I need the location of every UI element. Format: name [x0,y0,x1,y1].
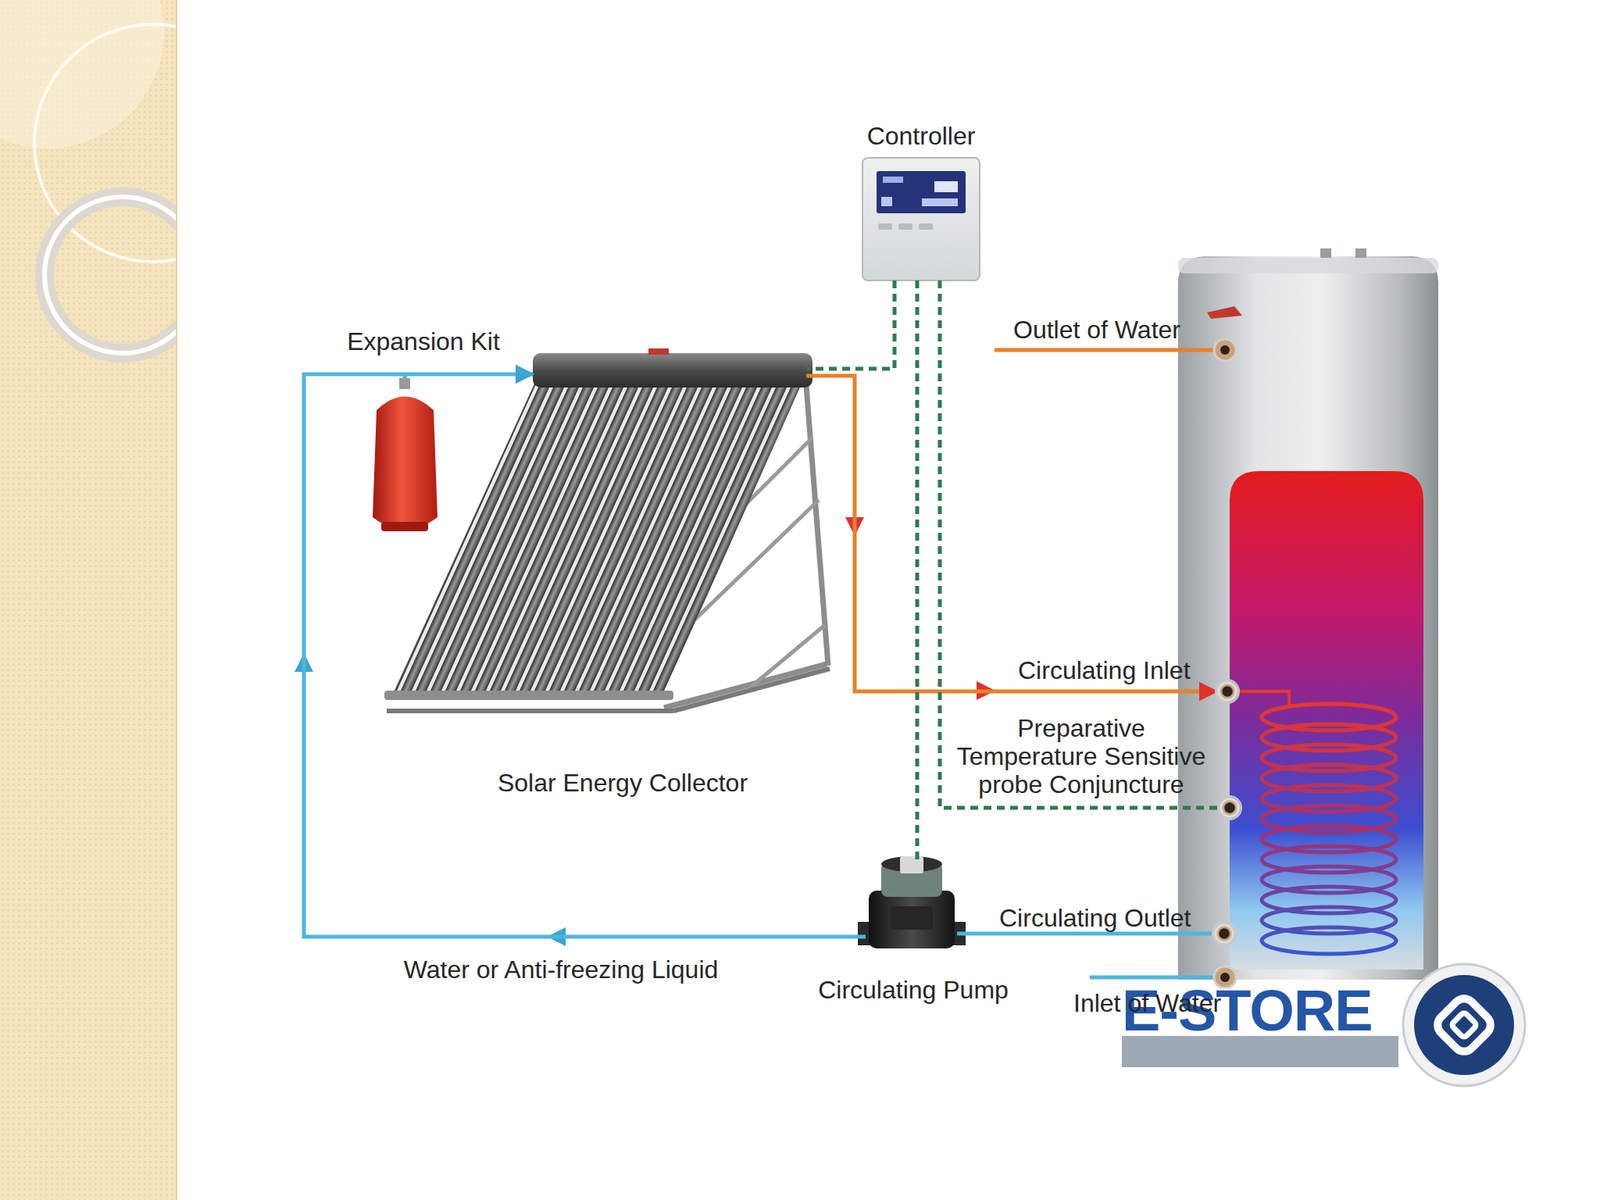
side-strip [0,0,272,1200]
inlet-port: Circulating Inlet [1216,680,1239,703]
water-pipes [294,339,1236,989]
controller-device: Controller [862,157,980,281]
outlet-port: Circulating Outlet [1213,922,1236,945]
sensor-wire [939,280,1219,808]
circulating-pump: Circulating Pump [865,859,958,957]
pipe-label: Inlet of Water [1073,989,1222,1018]
watermark-logo [1121,964,1525,1086]
hot-pipe [806,375,1217,692]
pump-illustration [857,856,966,949]
expansion-tank: Expansion Kit [369,382,441,536]
controller-illustration [862,157,980,281]
sensor-wire [806,280,895,369]
node-label: Expansion Kit [346,327,500,357]
node-label: Circulating Inlet [1017,656,1191,686]
node-label: Solar Energy Collector [497,768,748,798]
sensor-wire [915,280,920,860]
solar-collector: Solar Energy Collector [532,351,807,696]
cold-pipe [957,932,1214,936]
node-label: Controller [867,121,976,151]
pipe-label: Outlet of Water [1013,315,1181,345]
edge-label: Water or Anti-freezing Liquid [403,955,719,985]
collector-illustration [384,348,830,711]
node-label: Circulating Pump [817,975,1009,1005]
sensor-port: Preparative Temperature Sensitive probe … [1218,796,1241,819]
storage-tank [1178,248,1439,980]
node-label: Circulating Outlet [999,903,1191,933]
node-label: Preparative Temperature Sensitive probe … [948,714,1215,799]
cold-pipe [303,374,866,937]
expansion-tank-illustration [372,374,438,532]
